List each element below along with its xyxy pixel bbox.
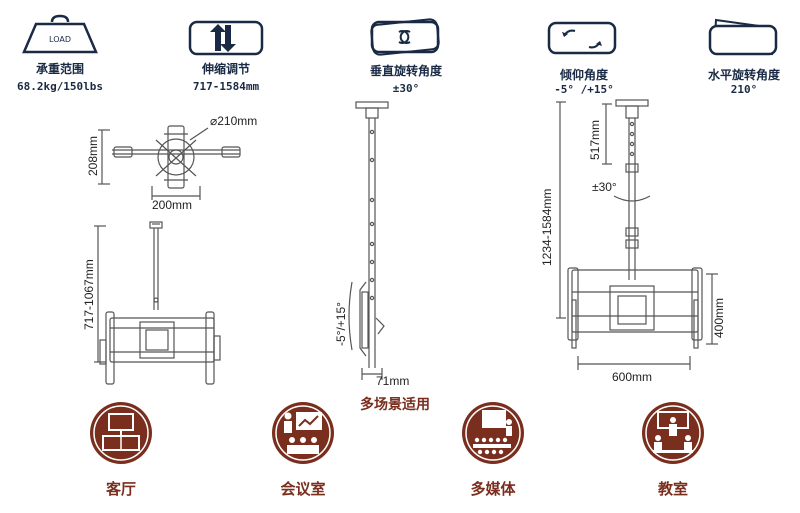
tilt-icon — [547, 21, 617, 55]
presentation-meeting-icon — [272, 402, 334, 464]
teacher-students-icon — [642, 402, 704, 464]
dim-plate-width: 200mm — [152, 198, 193, 212]
dim-bracket-width: 600mm — [612, 370, 653, 384]
spec-value: 210° — [730, 83, 758, 96]
dim-rotation: ±30° — [592, 180, 617, 194]
scene-label: 会议室 — [280, 480, 326, 498]
dim-pole-range: 717-1067mm — [82, 259, 96, 330]
spec-title: 倾仰角度 — [559, 68, 608, 82]
scene-label: 多媒体 — [470, 480, 516, 498]
dim-bracket-height: 400mm — [712, 297, 726, 338]
dim-upper-pole: 517mm — [588, 119, 602, 160]
scenes-headline: 多场景适用 — [360, 397, 430, 413]
rotate-icon — [370, 18, 440, 56]
load-weight-icon: LOAD — [22, 14, 98, 54]
classroom-audience-icon — [462, 402, 524, 464]
spec-value: ±30° — [392, 82, 420, 95]
spec-value: 68.2kg/150lbs — [16, 80, 104, 93]
spec-value: 717-1584mm — [192, 80, 260, 93]
scene-label: 教室 — [657, 480, 688, 498]
spec-title: 伸缩调节 — [201, 62, 250, 76]
load-icon-text: LOAD — [49, 35, 71, 44]
scene-label: 客厅 — [105, 480, 136, 498]
dim-tilt-range: -5°/+15° — [334, 302, 348, 346]
dim-plate-diameter: ⌀210mm — [210, 114, 258, 128]
ceiling-plate-drawing — [112, 125, 241, 189]
spec-title: 承重范围 — [35, 62, 84, 76]
swivel-icon — [708, 18, 778, 56]
dim-plate-height: 208mm — [86, 135, 100, 176]
long-pole-mount-drawing — [567, 99, 703, 349]
telescopic-arrows-icon — [188, 20, 264, 56]
short-pole-mount-drawing — [99, 221, 221, 385]
spec-title: 水平旋转角度 — [707, 68, 780, 82]
dim-total-range: 1234-1584mm — [540, 188, 554, 266]
spec-title: 垂直旋转角度 — [369, 64, 442, 78]
dim-depth: 71mm — [376, 374, 410, 388]
tv-cabinet-icon — [90, 402, 152, 464]
side-view-pole-drawing — [355, 101, 389, 368]
spec-value: -5° /+15° — [554, 83, 614, 96]
